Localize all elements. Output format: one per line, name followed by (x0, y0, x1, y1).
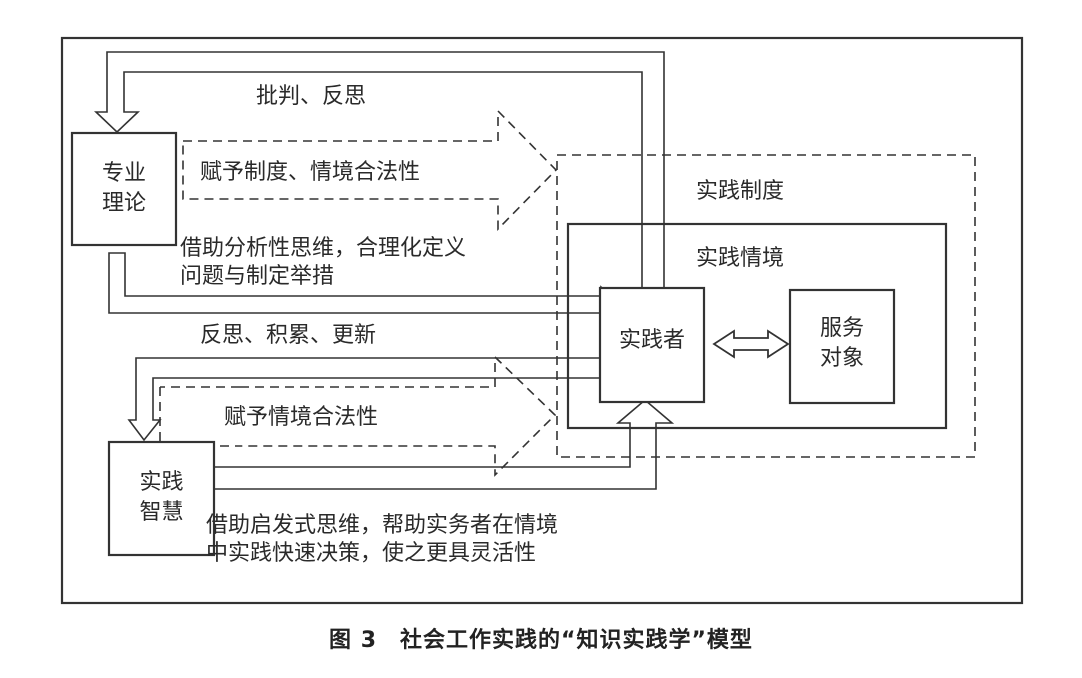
service-target-box (788, 288, 896, 405)
heuristic-thinking-line2: 中实践快速决策，使之更具灵活性 (206, 541, 537, 566)
practice-wisdom-box (107, 440, 216, 557)
reflect-accumulate-update-label: 反思、积累、更新 (200, 323, 377, 348)
practitioner-box (598, 286, 706, 404)
professional-theory-line1: 专业 (101, 161, 146, 186)
practice-institution-label: 实践制度 (696, 179, 785, 204)
professional-theory-box (70, 131, 178, 247)
practice-wisdom-label: 实践 智慧 (109, 468, 214, 528)
situation-legitimacy-arrow-left (159, 386, 240, 447)
outer-frame (60, 36, 1024, 605)
practice-wisdom-line1: 实践 (139, 470, 184, 495)
figure-caption: 图 3 社会工作实践的“知识实践学”模型 (329, 628, 753, 653)
heuristic-thinking-line1: 借助启发式思维，帮助实务者在情境 (206, 513, 559, 538)
reflection-feedback-arrow (127, 357, 599, 442)
heuristic-thinking-label: 借助启发式思维，帮助实务者在情境 中实践快速决策，使之更具灵活性 (206, 512, 558, 568)
practice-wisdom-line2: 智慧 (139, 500, 184, 525)
analytic-thinking-line2: 问题与制定举措 (180, 264, 335, 289)
institution-legitimacy-label: 赋予制度、情境合法性 (200, 160, 421, 185)
service-target-line2: 对象 (819, 346, 864, 371)
bidirectional-arrow (712, 329, 790, 359)
service-target-label: 服务 对象 (790, 314, 894, 374)
situation-legitimacy-label: 赋予情境合法性 (224, 405, 379, 430)
practitioner-label: 实践者 (618, 328, 685, 353)
practice-situation-label: 实践情境 (696, 246, 785, 271)
critique-reflect-label: 批判、反思 (256, 84, 367, 109)
analytic-thinking-label: 借助分析性思维，合理化定义 问题与制定举措 (180, 235, 466, 291)
situation-legitimacy-arrow (240, 355, 557, 477)
institution-legitimacy-arrow (182, 109, 558, 231)
service-target-line1: 服务 (819, 316, 864, 341)
analytic-thinking-line1: 借助分析性思维，合理化定义 (180, 236, 467, 261)
practice-situation-boundary (566, 222, 948, 430)
professional-theory-line2: 理论 (101, 191, 146, 216)
professional-theory-label: 专业 理论 (72, 159, 176, 219)
